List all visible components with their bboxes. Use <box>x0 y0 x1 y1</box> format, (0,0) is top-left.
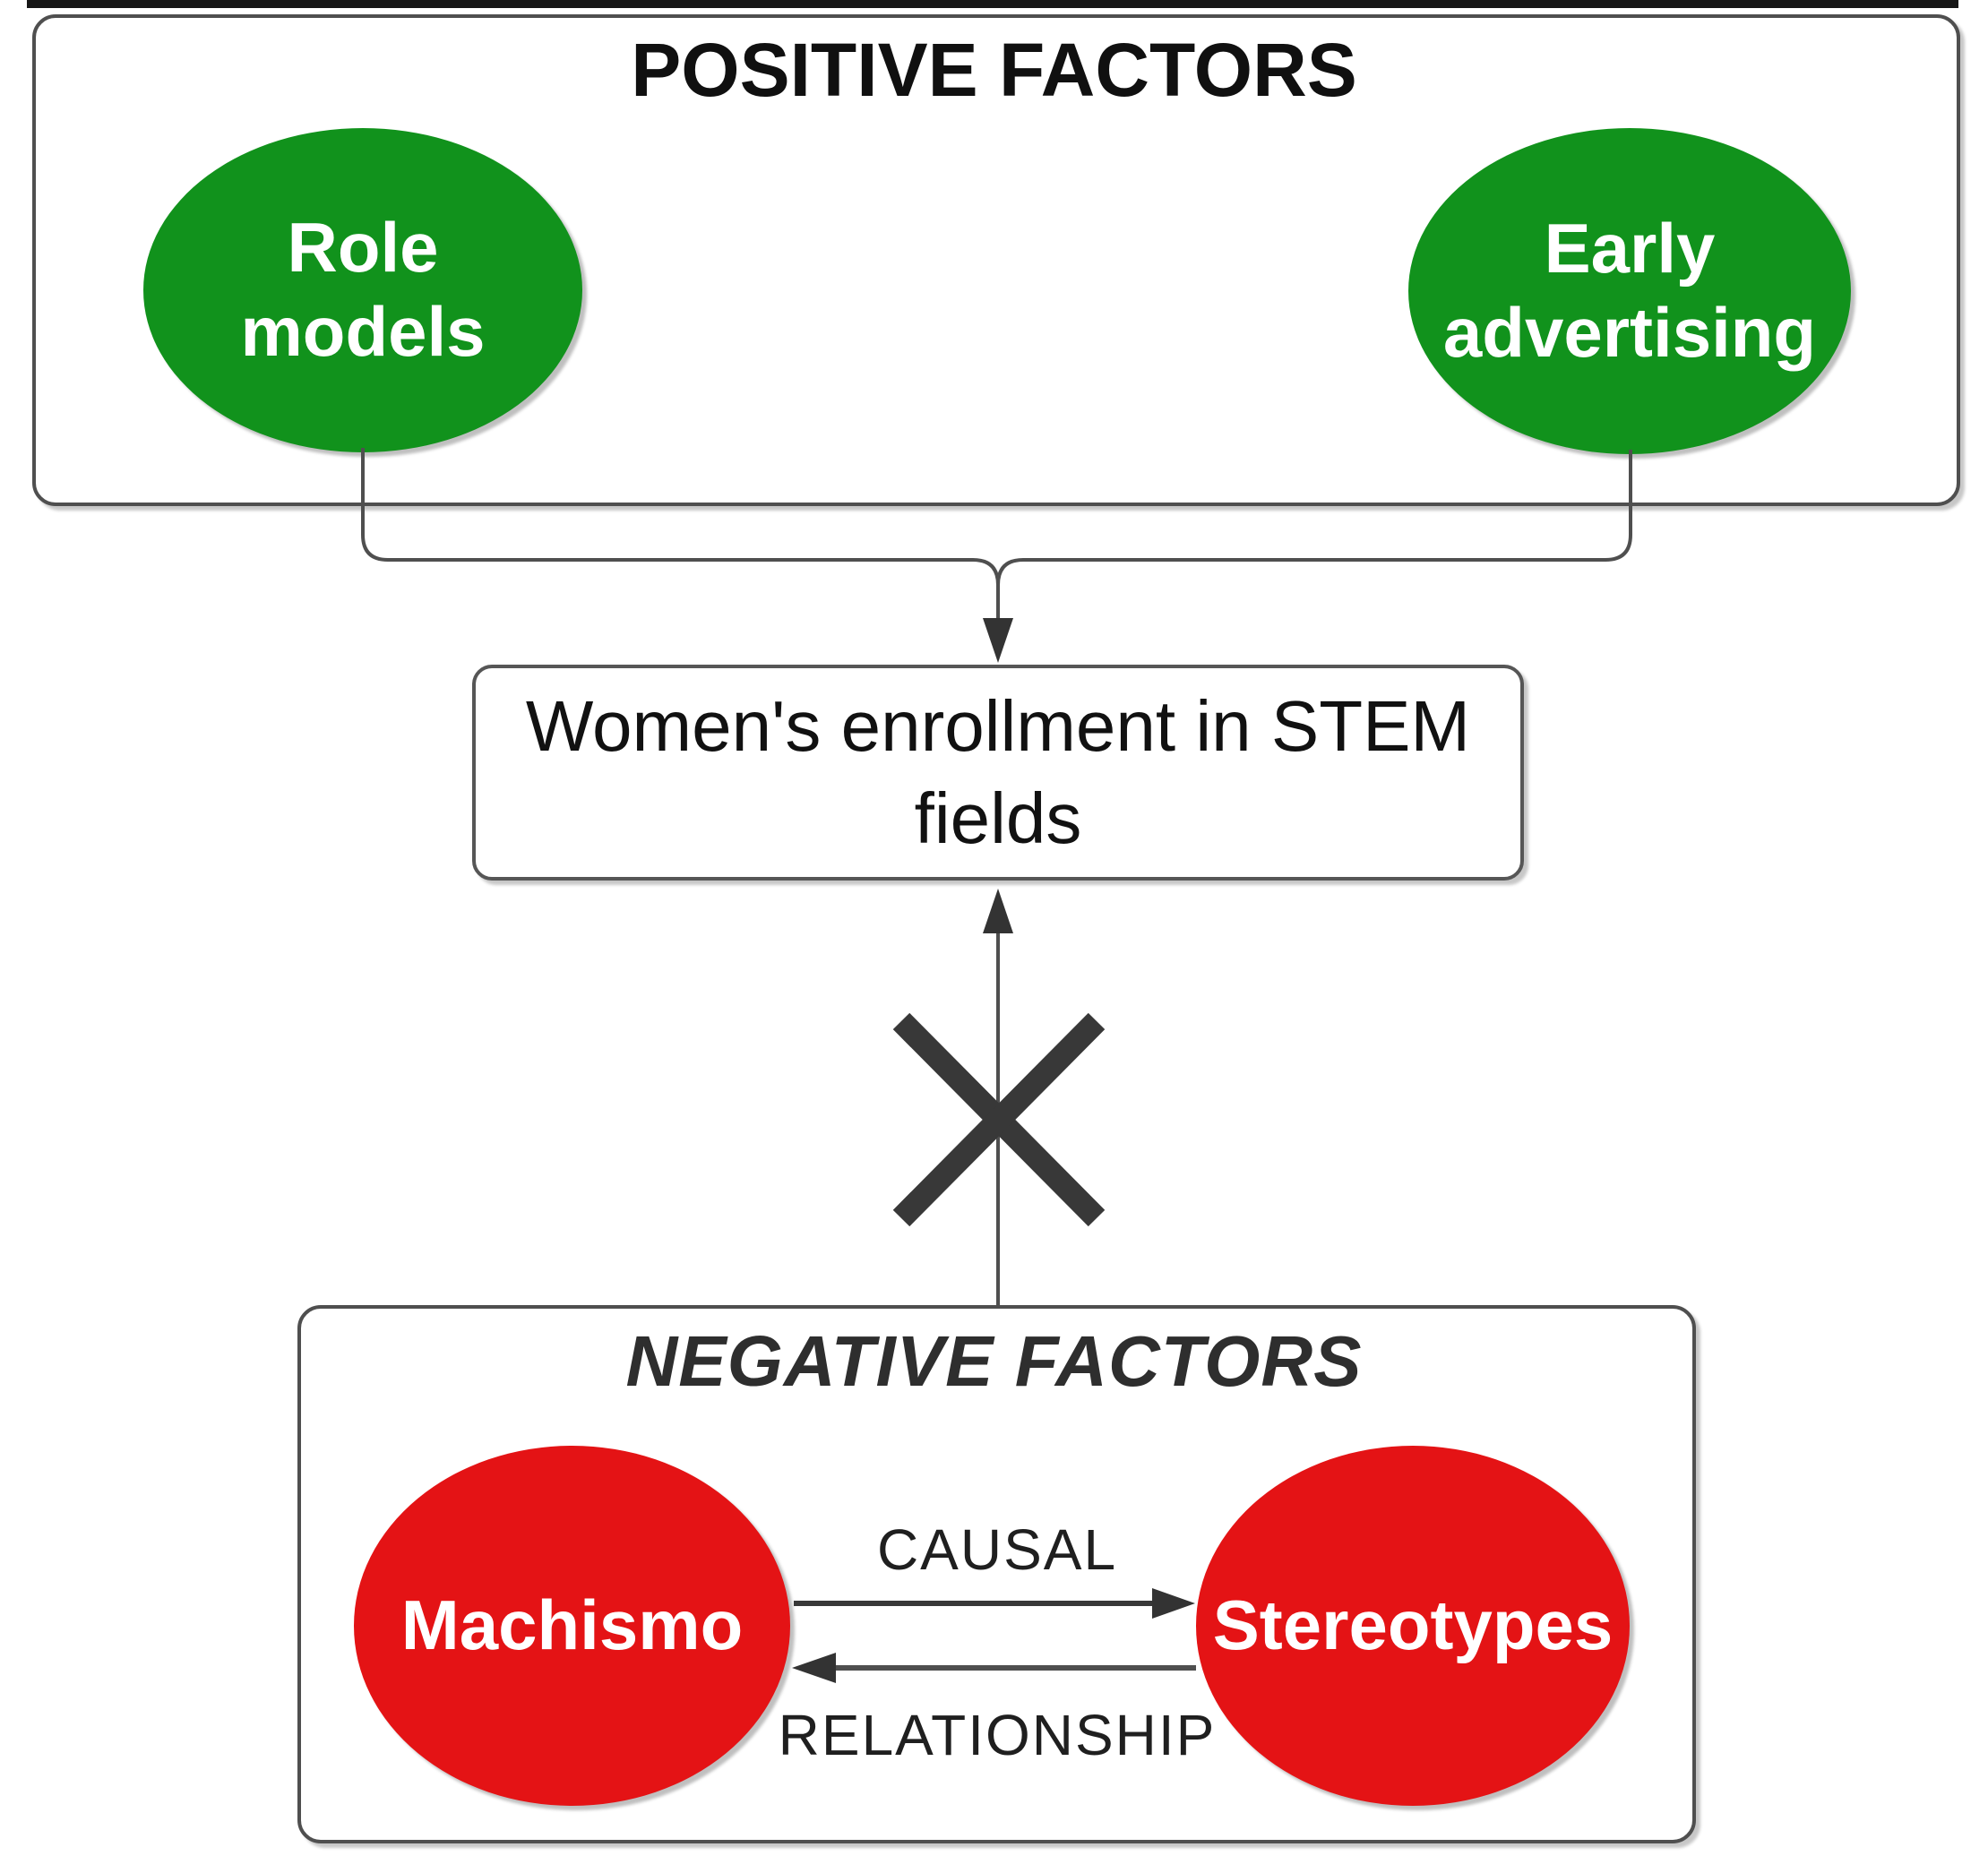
causal-label: CAUSAL <box>876 1517 1118 1582</box>
outcome-label-line1: Women's enrollment in STEM <box>525 686 1471 767</box>
node-machismo: Machismo <box>354 1446 790 1806</box>
node-stereotypes: Stereotypes <box>1196 1446 1630 1806</box>
node-role-models-label-line1: Role <box>287 208 439 288</box>
x-mark-stroke-2 <box>892 1012 1106 1227</box>
node-role-models-label-line2: models <box>240 292 486 371</box>
outcome-box: Women's enrollment in STEM fields <box>472 665 1524 881</box>
merge-arrowhead-down <box>983 618 1013 663</box>
positive-factors-title: POSITIVE FACTORS <box>631 28 1357 112</box>
node-early-advertising-label-line1: Early <box>1544 209 1716 288</box>
node-early-advertising: Early advertising <box>1408 128 1851 454</box>
node-stereotypes-label: Stereotypes <box>1212 1585 1614 1665</box>
outcome-label-line2: fields <box>914 778 1082 858</box>
node-early-advertising-label-line2: advertising <box>1442 293 1817 372</box>
relationship-label: RELATIONSHIP <box>778 1703 1217 1767</box>
top-crop-bar <box>27 0 1958 8</box>
x-mark-stroke-1 <box>892 1012 1106 1227</box>
node-machismo-label: Machismo <box>400 1585 744 1665</box>
node-role-models: Role models <box>143 128 582 452</box>
blocked-arrowhead-up <box>983 889 1013 933</box>
negative-factors-title: NEGATIVE FACTORS <box>625 1321 1363 1401</box>
